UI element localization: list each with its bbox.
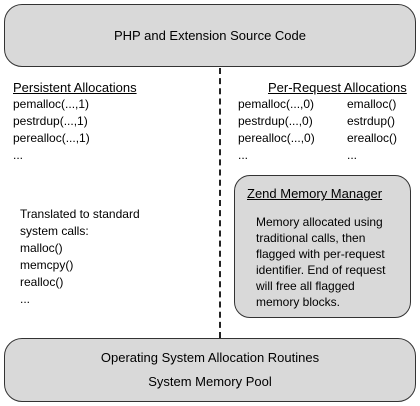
persistent-item: pemalloc(...,1) — [13, 97, 90, 111]
translated-line: memcpy() — [20, 258, 74, 272]
source-code-box: PHP and Extension Source Code — [4, 4, 416, 67]
zend-line: will free all flagged — [256, 279, 355, 293]
translated-line: realloc() — [20, 275, 64, 289]
persistent-item: perealloc(...,1) — [13, 131, 90, 145]
source-code-label: PHP and Extension Source Code — [114, 28, 306, 43]
per-request-item: ... — [238, 148, 249, 162]
per-request-right-list: emalloc() estrdup() erealloc() ... — [347, 96, 397, 164]
zend-line: identifier. End of request — [256, 263, 386, 277]
memory-pool-label: System Memory Pool — [148, 374, 272, 389]
persistent-list: pemalloc(...,1) pestrdup(...,1) pereallo… — [13, 96, 90, 164]
zend-title: Zend Memory Manager — [247, 186, 383, 201]
zend-line: traditional calls, then — [256, 231, 366, 245]
zend-description: Memory allocated using traditional calls… — [256, 214, 406, 310]
translated-line: ... — [20, 292, 31, 306]
persistent-title: Persistent Allocations — [13, 80, 137, 95]
os-allocation-label: Operating System Allocation Routines — [100, 350, 320, 365]
per-request-item: pestrdup(...,0) — [238, 114, 313, 128]
per-request-left-list: pemalloc(...,0) pestrdup(...,0) pereallo… — [238, 96, 315, 164]
persistent-item: pestrdup(...,1) — [13, 114, 88, 128]
per-request-item: pemalloc(...,0) — [238, 97, 315, 111]
zend-line: flagged with per-request — [256, 247, 385, 261]
translated-line: malloc() — [20, 241, 63, 255]
per-request-item: erealloc() — [347, 131, 398, 145]
zend-line: memory blocks. — [256, 295, 341, 309]
translated-line: system calls: — [20, 224, 89, 238]
per-request-item: emalloc() — [347, 97, 397, 111]
per-request-title: Per-Request Allocations — [268, 80, 407, 95]
per-request-item: estrdup() — [347, 114, 396, 128]
dashed-divider — [219, 68, 221, 338]
zend-line: Memory allocated using — [256, 215, 383, 229]
zend-memory-manager-box: Zend Memory Manager Memory allocated usi… — [234, 175, 411, 318]
per-request-item: ... — [347, 148, 358, 162]
translated-line: Translated to standard — [20, 207, 140, 221]
translated-list: Translated to standard system calls: mal… — [20, 206, 140, 308]
persistent-item: ... — [13, 148, 24, 162]
per-request-item: perealloc(...,0) — [238, 131, 315, 145]
os-allocation-box: Operating System Allocation Routines Sys… — [4, 338, 416, 402]
